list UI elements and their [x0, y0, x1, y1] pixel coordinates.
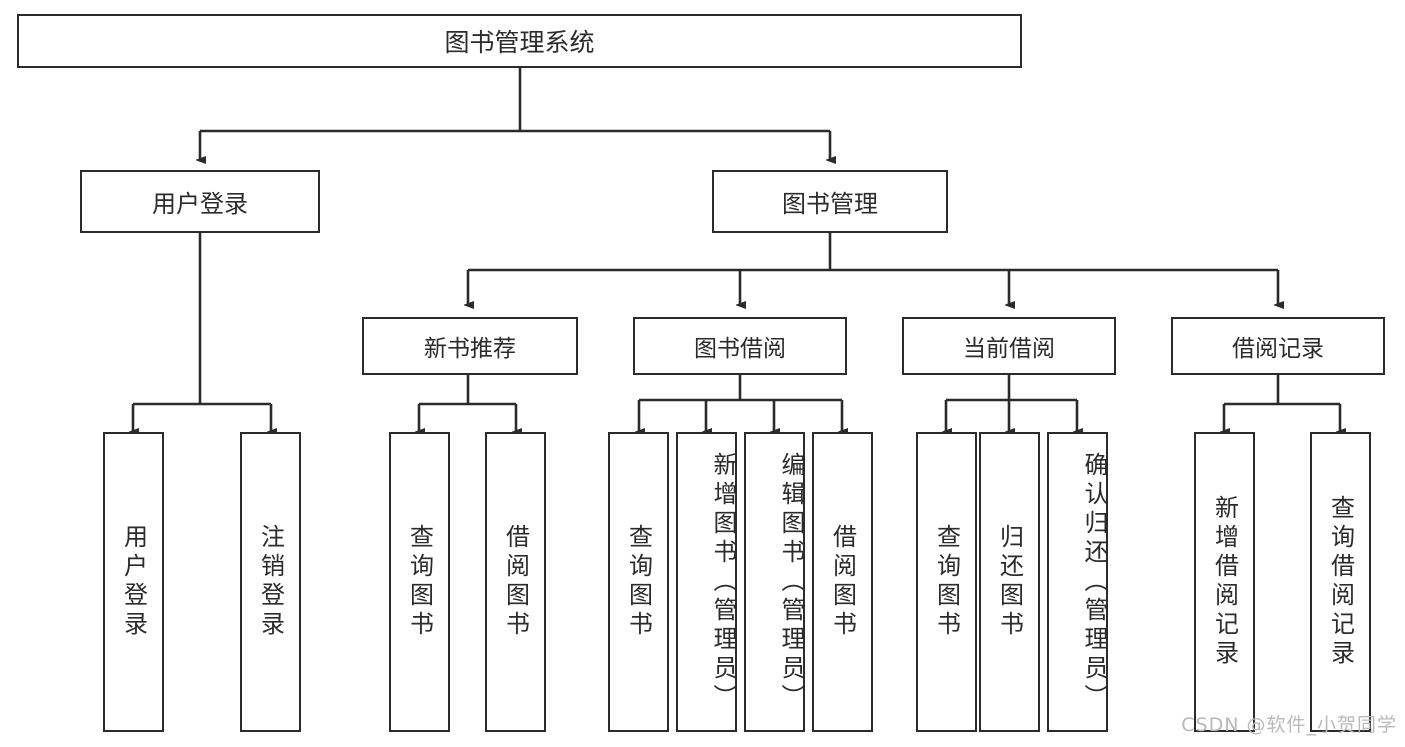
node-label: 用户登录 — [152, 190, 248, 218]
node-current-borrow[interactable]: 当前借阅 — [902, 317, 1116, 375]
leaf-borrow-book-recommend[interactable]: 借阅图书 — [485, 432, 546, 732]
leaf-logout-login[interactable]: 注销登录 — [240, 432, 301, 732]
leaf-edit-book-admin[interactable]: 编辑图书（管理员） — [744, 432, 805, 732]
leaf-query-book-borrow[interactable]: 查询图书 — [608, 432, 669, 732]
node-label: 图书管理系统 — [444, 28, 595, 57]
node-user-login[interactable]: 用户登录 — [80, 170, 320, 233]
leaf-label: 查询图书 — [624, 524, 653, 640]
leaf-add-book-admin[interactable]: 新增图书（管理员） — [676, 432, 737, 732]
leaf-query-book-current[interactable]: 查询图书 — [916, 432, 977, 732]
leaf-label: 查询图书 — [405, 524, 434, 640]
leaf-label: 借阅图书 — [828, 524, 857, 640]
leaf-user-login[interactable]: 用户登录 — [103, 432, 164, 732]
node-book-management[interactable]: 图书管理 — [712, 170, 948, 233]
leaf-query-borrow-record[interactable]: 查询借阅记录 — [1310, 432, 1371, 732]
leaf-label: 查询借阅记录 — [1326, 495, 1355, 669]
leaf-label: 编辑图书（管理员） — [777, 451, 805, 713]
leaf-label: 注销登录 — [256, 524, 285, 640]
node-label: 当前借阅 — [963, 336, 1055, 362]
node-book-borrow[interactable]: 图书借阅 — [633, 317, 847, 375]
leaf-label: 归还图书 — [995, 524, 1024, 640]
leaf-confirm-return-admin[interactable]: 确认归还（管理员） — [1047, 432, 1108, 732]
leaf-label: 新增图书（管理员） — [709, 451, 737, 713]
node-label: 图书管理 — [782, 190, 878, 218]
leaf-label: 查询图书 — [932, 524, 961, 640]
leaf-label: 用户登录 — [119, 524, 148, 640]
node-new-book-recommend[interactable]: 新书推荐 — [362, 317, 578, 375]
leaf-add-borrow-record[interactable]: 新增借阅记录 — [1194, 432, 1255, 732]
node-label: 图书借阅 — [694, 336, 786, 362]
leaf-query-book-recommend[interactable]: 查询图书 — [389, 432, 450, 732]
leaf-label: 借阅图书 — [501, 524, 530, 640]
watermark-text: CSDN @软件_小贺同学 — [1181, 714, 1397, 736]
leaf-return-book[interactable]: 归还图书 — [979, 432, 1040, 732]
leaf-label: 新增借阅记录 — [1210, 495, 1239, 669]
leaf-label: 确认归还（管理员） — [1080, 451, 1108, 713]
node-label: 新书推荐 — [424, 336, 516, 362]
node-label: 借阅记录 — [1232, 336, 1324, 362]
node-library-management-system[interactable]: 图书管理系统 — [17, 14, 1022, 68]
node-borrow-record[interactable]: 借阅记录 — [1171, 317, 1385, 375]
leaf-borrow-book[interactable]: 借阅图书 — [812, 432, 873, 732]
